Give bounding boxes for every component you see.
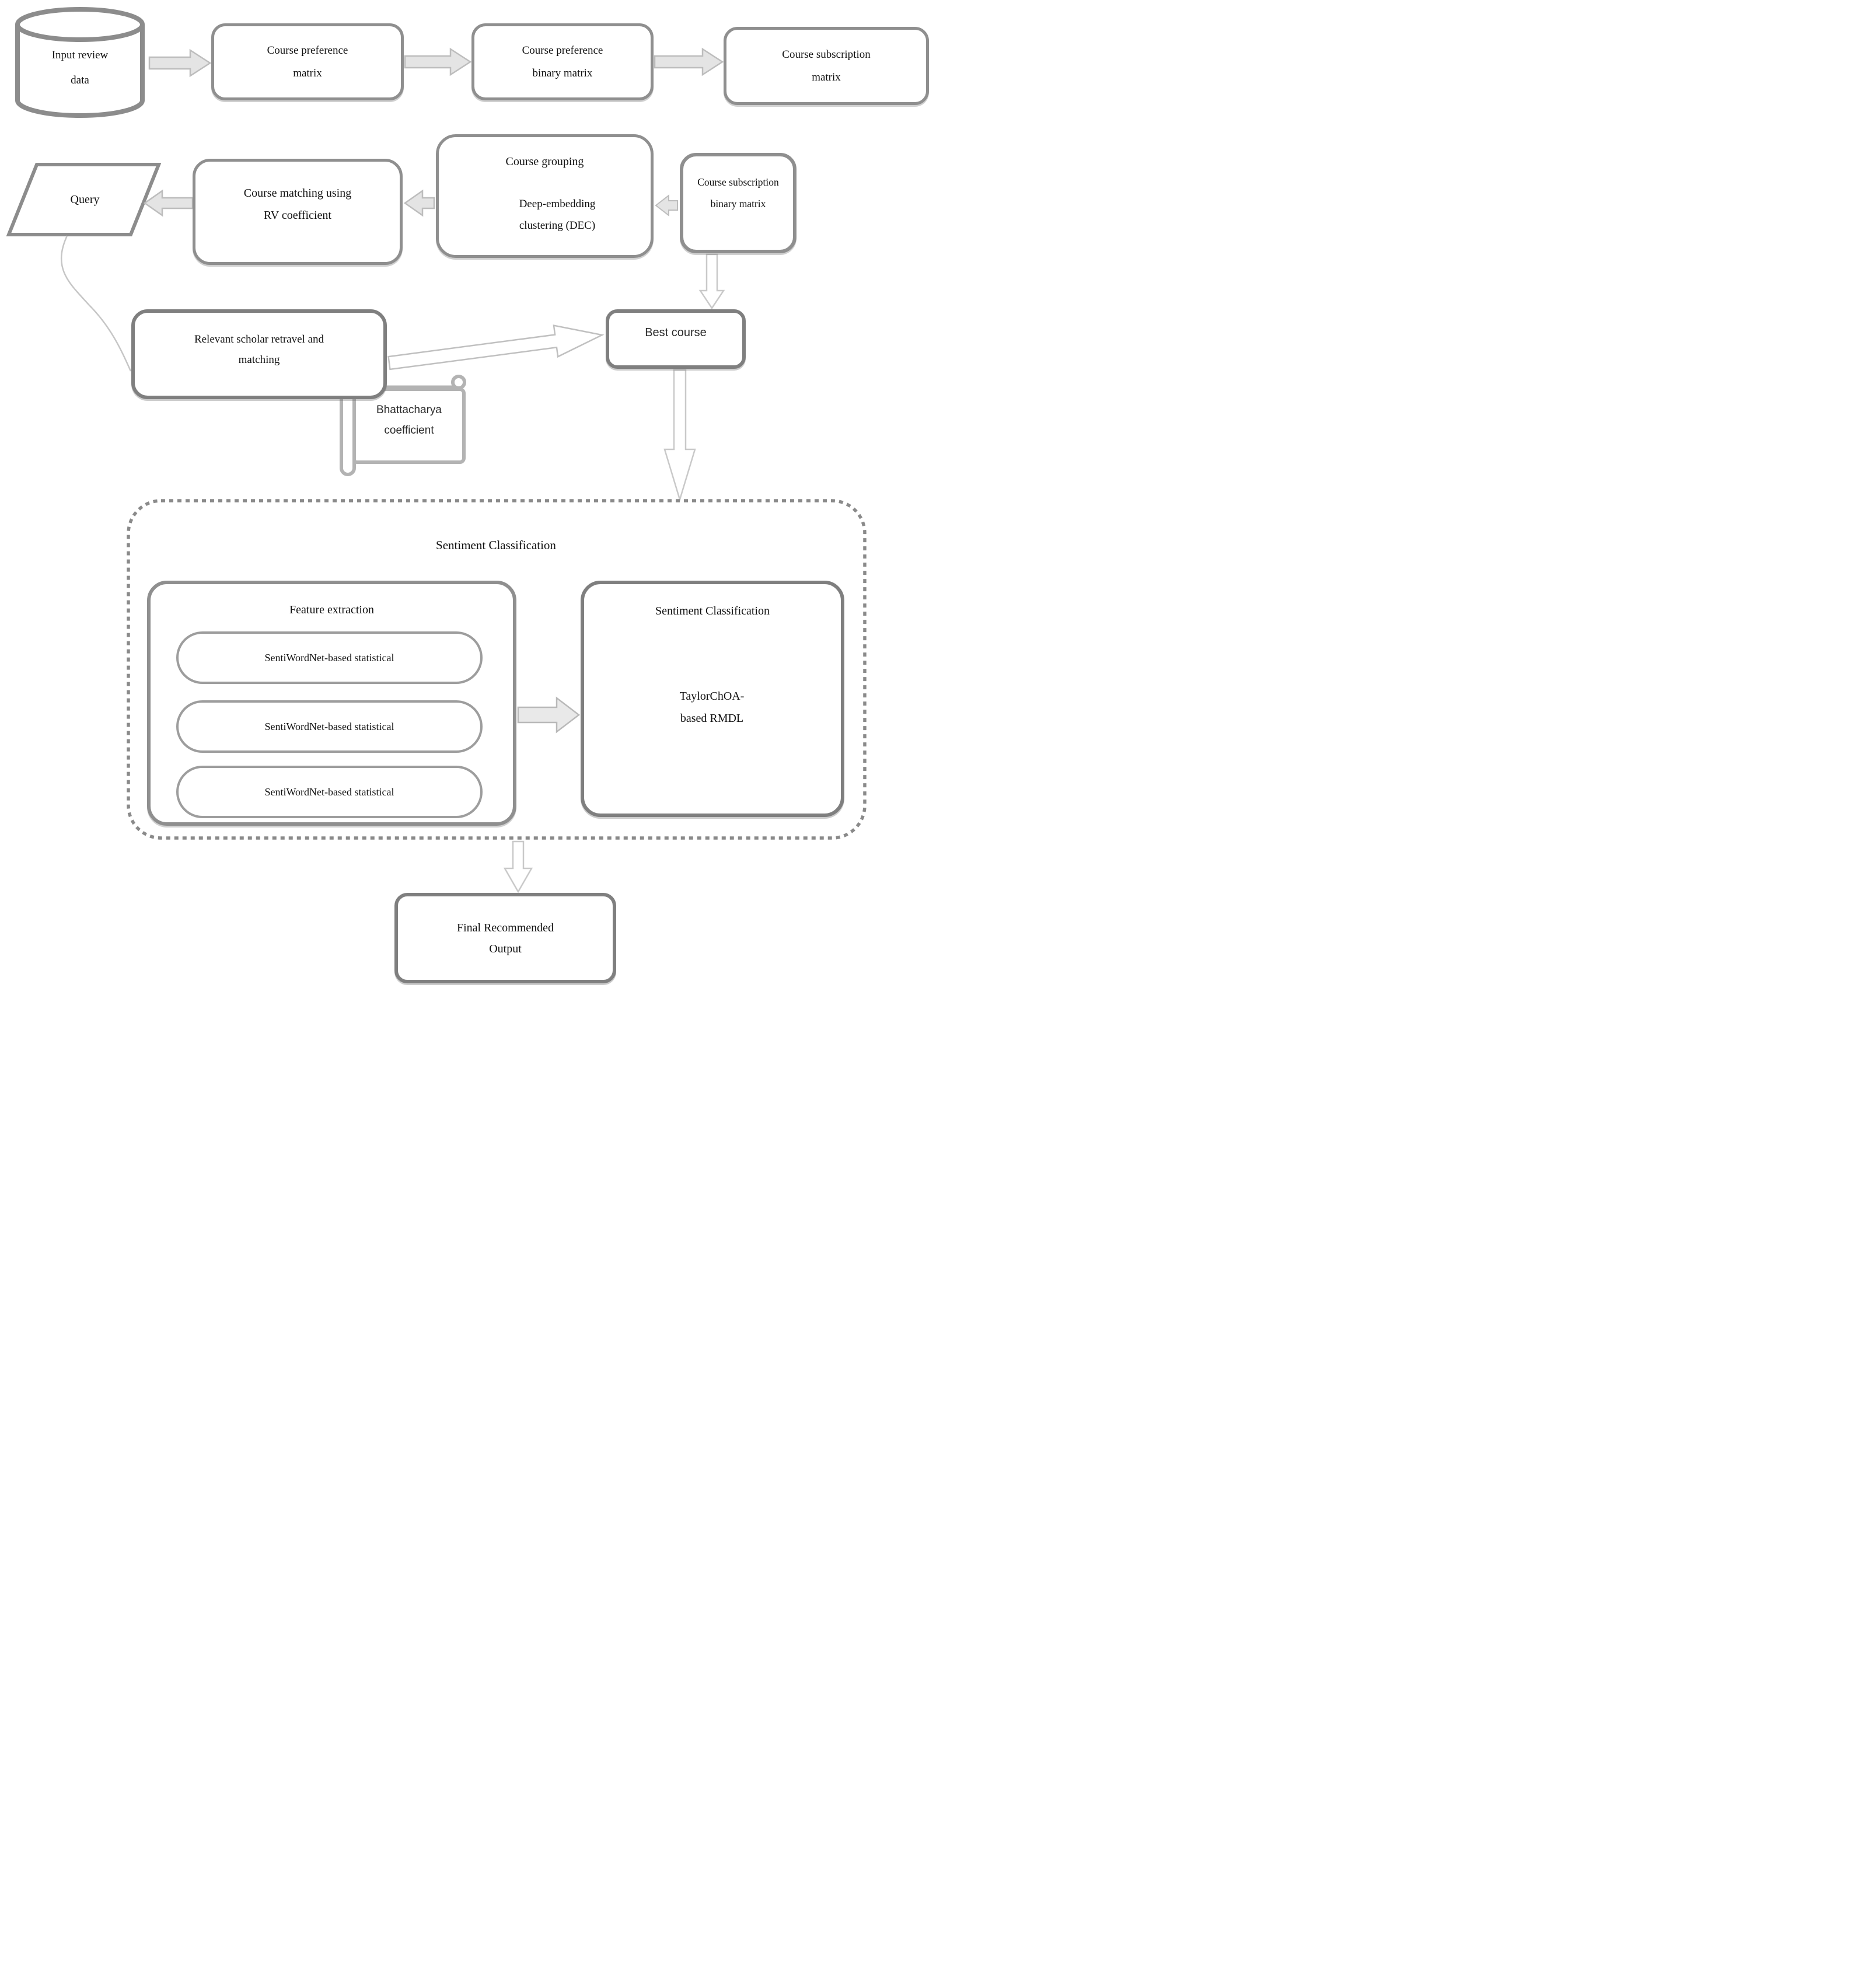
node-label: binary matrix [532,67,593,79]
node-label: Best course [645,326,707,339]
node-label: data [71,74,89,86]
node-label: Course matching using [243,187,352,200]
node-input-review-data: Input review data [13,40,147,96]
node-course-grouping: Course grouping [436,134,654,258]
node-label: TaylorChOA- [679,690,745,703]
pill-label: SentiWordNet-based statistical [264,786,394,798]
node-sentiment-classification: Sentiment Classification [581,581,844,817]
node-course-preference-binary-matrix: Course preference binary matrix [471,23,654,100]
node-sentiwordnet-pill-3: SentiWordNet-based statistical [176,766,483,818]
arrow-subscription-to-grouping [655,194,678,217]
node-dec-clustering: Deep-embedding clustering (DEC) [470,186,645,244]
node-label: Course preference [267,44,348,57]
node-label: Input review [51,49,109,61]
pill-label: SentiWordNet-based statistical [264,721,394,732]
node-label: Query [70,193,100,206]
node-final-recommended-output: Final Recommended Output [394,893,616,983]
sentiment-container-title: Sentiment Classification [303,532,689,558]
arrow-sentiment-to-final [503,840,533,893]
node-query: Query [37,186,133,214]
arrow-features-to-classifier [517,696,581,734]
node-course-subscription-matrix: Course subscription matrix [724,27,929,105]
node-title: Sentiment Classification [655,605,770,617]
node-course-matching-rv: Course matching using RV coefficient [193,159,403,265]
node-label: Course subscription [697,176,779,188]
node-label: Bhattacharya [376,404,442,416]
node-title: Feature extraction [289,603,374,616]
arrow-bestcourse-to-sentiment [663,369,696,502]
node-label: Deep-embedding [519,198,596,210]
node-label: matching [238,354,280,366]
node-label: Course subscription [782,48,871,61]
node-label: Relevant scholar retravel and [194,333,324,345]
node-bhattacharya-coefficient: Bhattacharya coefficient [356,396,462,445]
arrow-matching-to-query [143,189,194,217]
node-label: based RMDL [680,712,744,725]
pill-label: SentiWordNet-based statistical [264,652,394,664]
node-taylorchoa-rmdl: TaylorChOA- based RMDL [630,680,794,734]
node-sentiwordnet-pill-2: SentiWordNet-based statistical [176,700,483,753]
node-course-preference-matrix: Course preference matrix [211,23,404,100]
node-label: Course preference [522,44,603,57]
arrow-preference-to-binary [404,47,472,76]
node-label: binary matrix [710,198,766,210]
node-relevant-scholar-matching: Relevant scholar retravel and matching [131,309,387,399]
arrow-grouping-to-matching [403,189,435,217]
node-label: matrix [812,71,841,83]
node-label: clustering (DEC) [519,219,596,232]
node-sentiwordnet-pill-1: SentiWordNet-based statistical [176,631,483,684]
node-course-subscription-binary-matrix: Course subscription binary matrix [680,153,796,253]
node-label: coefficient [384,424,434,437]
flowchart-canvas: Input review data Course preference matr… [0,0,938,988]
node-label: RV coefficient [264,209,331,222]
arrow-subscriptionbinary-to-bestcourse [698,253,725,310]
node-best-course: Best course [606,309,746,369]
arrow-scholar-to-bestcourse [387,324,605,371]
node-title: Course grouping [505,155,584,168]
section-title: Sentiment Classification [436,537,556,552]
node-label: Output [489,942,522,955]
arrow-binary-to-subscription [654,47,724,76]
node-label: matrix [293,67,322,79]
node-label: Final Recommended [456,921,554,934]
connector-query-to-scholar [61,235,132,372]
arrow-input-to-preference [148,48,212,78]
